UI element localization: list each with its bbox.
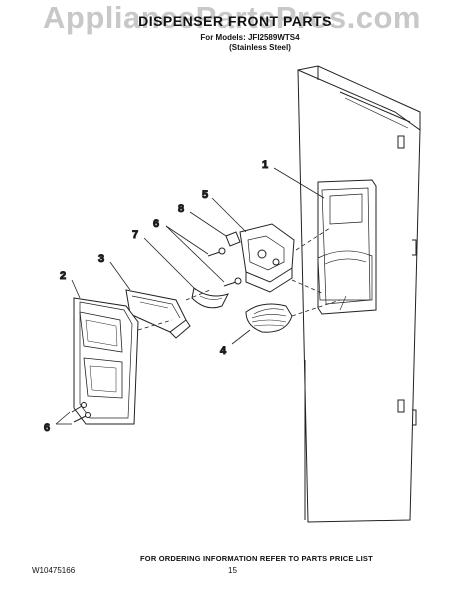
page-number: 15 (228, 566, 237, 575)
callout-4: 4 (220, 345, 227, 357)
lever-part (191, 287, 229, 309)
dispenser-front-trim (73, 297, 139, 425)
callout-7: 7 (132, 229, 138, 241)
finish-line: (Stainless Steel) (229, 43, 291, 52)
callout-5: 5 (202, 189, 208, 201)
callout-1: 1 (262, 159, 268, 171)
screws-lower (71, 402, 91, 423)
dispenser-recess (317, 179, 377, 315)
assembly-lines (137, 227, 341, 331)
watermark: AppliancePartsPros.com (43, 0, 421, 35)
ordering-note: FOR ORDERING INFORMATION REFER TO PARTS … (140, 554, 373, 563)
callout-3: 3 (98, 253, 104, 265)
doc-number: W10475166 (32, 566, 76, 575)
callout-2: 2 (60, 270, 66, 282)
clip-part (225, 231, 241, 247)
callout-8: 8 (178, 203, 184, 215)
control-module (239, 223, 295, 293)
bracket-part (125, 289, 191, 339)
callout-6-upper: 6 (153, 218, 159, 230)
page-title: DISPENSER FRONT PARTS (138, 13, 332, 29)
model-line: For Models: JFI2589WTS4 (200, 33, 300, 42)
leader-lines (55, 167, 325, 425)
screws-upper (207, 247, 242, 287)
callout-6-lower: 6 (44, 422, 50, 434)
drip-tray (245, 303, 293, 333)
